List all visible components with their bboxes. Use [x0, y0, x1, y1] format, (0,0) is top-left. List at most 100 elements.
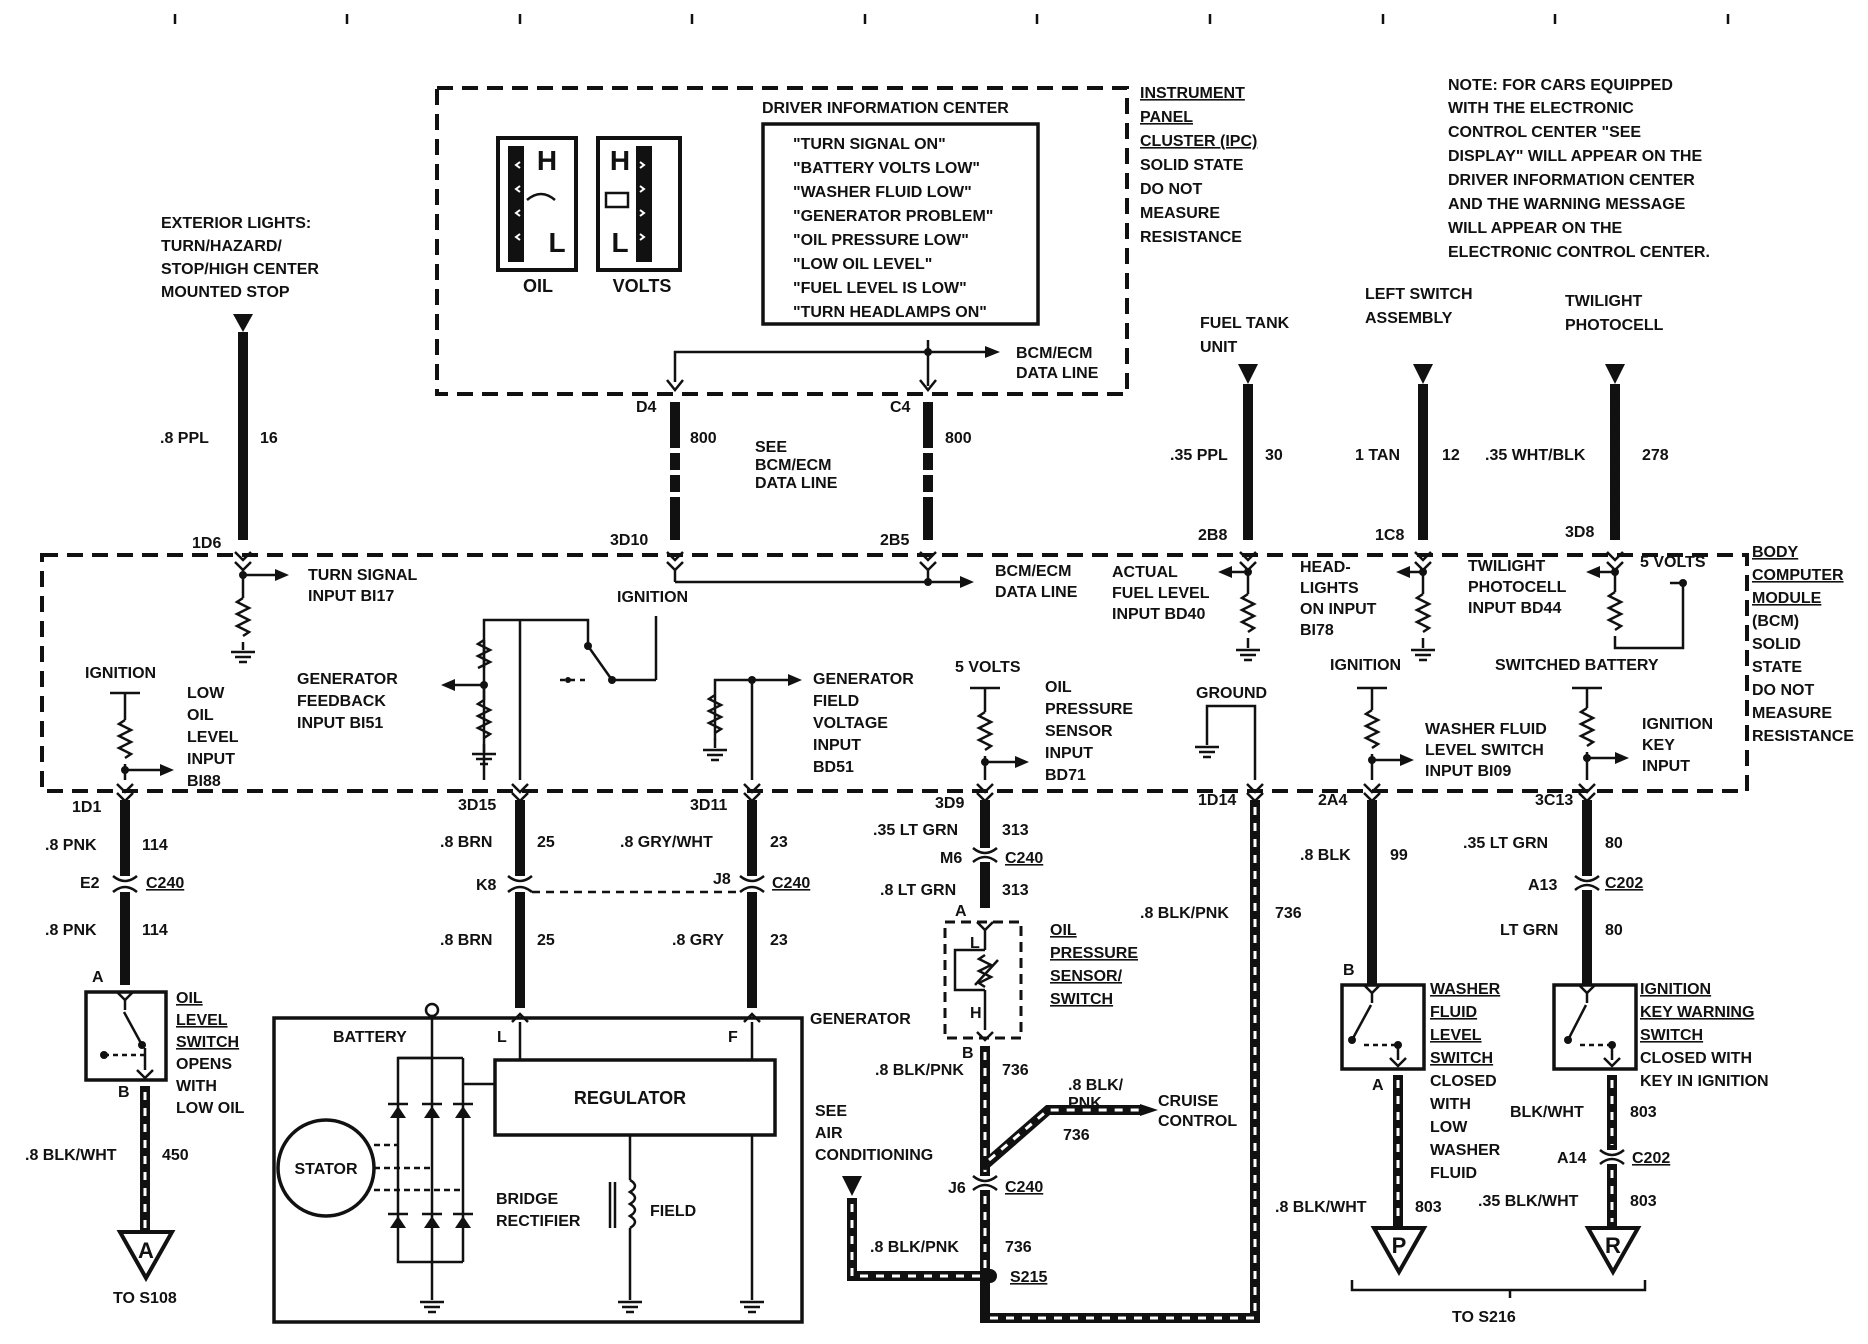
generator-grounds: [420, 1300, 764, 1314]
dic-message: "LOW OIL LEVEL": [793, 256, 932, 273]
washer-switch-note: WASHER: [1430, 1142, 1501, 1159]
oil-gauge: H L OIL: [496, 136, 578, 296]
wire-25-number: 25: [537, 834, 555, 851]
see-ac-label: AIR: [815, 1125, 843, 1142]
left-switch-label: LEFT SWITCH: [1365, 286, 1473, 303]
connector-c240: C240: [1005, 1179, 1043, 1196]
to-s108: TO S108: [113, 1290, 177, 1307]
low-oil-label: BI88: [187, 773, 221, 790]
wire-25-number: 25: [537, 932, 555, 949]
wire-736-size: .8 BLK/PNK: [870, 1239, 959, 1256]
headlights-label: HEAD-: [1300, 559, 1351, 576]
wire-800-c4-number: 800: [945, 430, 972, 447]
fuel-tank-source: FUEL TANK UNIT: [1200, 315, 1290, 356]
connector-c202: C202: [1632, 1150, 1670, 1167]
wire-313-number: 313: [1002, 882, 1029, 899]
ign-switch-label: IGNITION: [1640, 981, 1711, 998]
washer-fluid-input: IGNITION WASHER FLUID LEVEL SWITCH INPUT…: [1330, 657, 1547, 780]
regulator-label: REGULATOR: [574, 1088, 686, 1108]
gen-field-label: VOLTAGE: [813, 715, 888, 732]
wire-25-size: .8 BRN: [440, 932, 492, 949]
oil-pressure-input: 5 VOLTS OIL PRESSURE SENSOR INPUT BD71: [955, 659, 1133, 784]
gen-field-label: FIELD: [813, 693, 859, 710]
twilight-arrow: [1605, 364, 1625, 384]
note-line: AND THE WARNING MESSAGE: [1448, 196, 1686, 213]
wire-736-size: .8 BLK/PNK: [875, 1062, 964, 1079]
wire-30-size: .35 PPL: [1170, 447, 1228, 464]
oil-level-circuit: .8 PNK 114 E2 C240 .8 PNK 114 A B OIL LE…: [25, 800, 245, 1307]
gen-feedback-label: INPUT BI51: [297, 715, 383, 732]
wire-736-number: 736: [1005, 1239, 1032, 1256]
pin-3d10: 3D10: [610, 532, 648, 549]
bcm-data-line-label: DATA LINE: [995, 584, 1078, 601]
five-volts-label: 5 VOLTS: [955, 659, 1021, 676]
wire-25-size: .8 BRN: [440, 834, 492, 851]
dic-message-box: [761, 122, 1040, 326]
generator: GENERATOR BATTERY L F REGULATOR STATOR B…: [272, 1002, 911, 1324]
ipc-label-line: SOLID STATE: [1140, 157, 1244, 174]
exterior-label: TURN/HAZARD/: [161, 238, 282, 255]
wire-114-size: .8 PNK: [45, 922, 97, 939]
connector-p-letter: P: [1392, 1233, 1407, 1258]
pin-2a4: 2A4: [1318, 792, 1347, 809]
wire-803-number: 803: [1415, 1199, 1442, 1216]
fuel-label: UNIT: [1200, 339, 1238, 356]
wire-80-number: 80: [1605, 922, 1623, 939]
switched-battery-label: SWITCHED BATTERY: [1495, 657, 1659, 674]
ign-key-input-label: INPUT: [1642, 758, 1690, 775]
five-volts-label: 5 VOLTS: [1640, 554, 1706, 571]
oil-gauge-h: H: [537, 145, 557, 176]
see-ac-label: SEE: [815, 1103, 847, 1120]
note-line: DISPLAY" WILL APPEAR ON THE: [1448, 148, 1702, 165]
wire-803-number: 803: [1630, 1193, 1657, 1210]
volts-gauge-label: VOLTS: [613, 276, 672, 296]
pin-3c13: 3C13: [1535, 792, 1573, 809]
washer-switch-label: SWITCH: [1430, 1050, 1493, 1067]
gen-field-label: INPUT: [813, 737, 861, 754]
oil-pressure-label: PRESSURE: [1045, 701, 1133, 718]
wire-16-size: .8 PPL: [160, 430, 209, 447]
washer-input-label: INPUT BI09: [1425, 763, 1511, 780]
pin-a: A: [1372, 1077, 1384, 1094]
left-switch-source: LEFT SWITCH ASSEMBLY: [1365, 286, 1473, 327]
ign-switch-label: KEY WARNING: [1640, 1004, 1754, 1021]
ign-switch-label: SWITCH: [1640, 1027, 1703, 1044]
low-oil-label: INPUT: [187, 751, 235, 768]
wire-450-number: 450: [162, 1147, 189, 1164]
dic-message: "GENERATOR PROBLEM": [793, 208, 993, 225]
ign-key-input-label: KEY: [1642, 737, 1675, 754]
exterior-label: MOUNTED STOP: [161, 284, 290, 301]
connector-a-triangle: [116, 1230, 176, 1283]
pin-d4: D4: [636, 399, 657, 416]
ignition-switch-internal: IGNITION: [482, 589, 688, 780]
ipc-side-label: INSTRUMENT PANEL CLUSTER (IPC) SOLID STA…: [1140, 85, 1257, 246]
volts-gauge: H L VOLTS: [596, 136, 682, 296]
fuel-level-input: ACTUAL FUEL LEVEL INPUT BD40: [1112, 564, 1260, 662]
washer-switch-label: LEVEL: [1430, 1027, 1482, 1044]
pin-3d11: 3D11: [690, 797, 727, 814]
bcm-data-line-label: BCM/ECM: [995, 563, 1071, 580]
oil-level-switch-label: LEVEL: [176, 1012, 228, 1029]
wire-80-size: .35 LT GRN: [1463, 835, 1548, 852]
washer-fluid-circuit: .8 BLK 99 B A WASHER FLUID LEVEL SWITCH …: [1275, 800, 1501, 1277]
washer-fluid-switch: [1340, 983, 1426, 1071]
headlights-label: ON INPUT: [1300, 601, 1377, 618]
pin-b: B: [1343, 962, 1355, 979]
generator-box: [272, 1016, 804, 1324]
pin-3d15: 3D15: [458, 797, 496, 814]
top-tick-marks: [173, 14, 1730, 24]
turn-signal-label: TURN SIGNAL: [308, 567, 418, 584]
pin-a: A: [92, 969, 104, 986]
note-line: DRIVER INFORMATION CENTER: [1448, 172, 1695, 189]
washer-input-label: LEVEL SWITCH: [1425, 742, 1544, 759]
pin-f: F: [728, 1029, 738, 1046]
bcm-label-line: BODY: [1752, 544, 1799, 561]
connector-j8: J8: [713, 871, 731, 888]
bridge-rectifier-label: BRIDGE: [496, 1191, 559, 1208]
connector-r-triangle: [1584, 1226, 1642, 1277]
wire-30-number: 30: [1265, 447, 1283, 464]
bcm-data-line: BCM/ECM DATA LINE: [673, 563, 1078, 601]
gen-feedback-label: GENERATOR: [297, 671, 398, 688]
pin-3d8: 3D8: [1565, 524, 1594, 541]
bcm-label-line: MEASURE: [1752, 705, 1832, 722]
